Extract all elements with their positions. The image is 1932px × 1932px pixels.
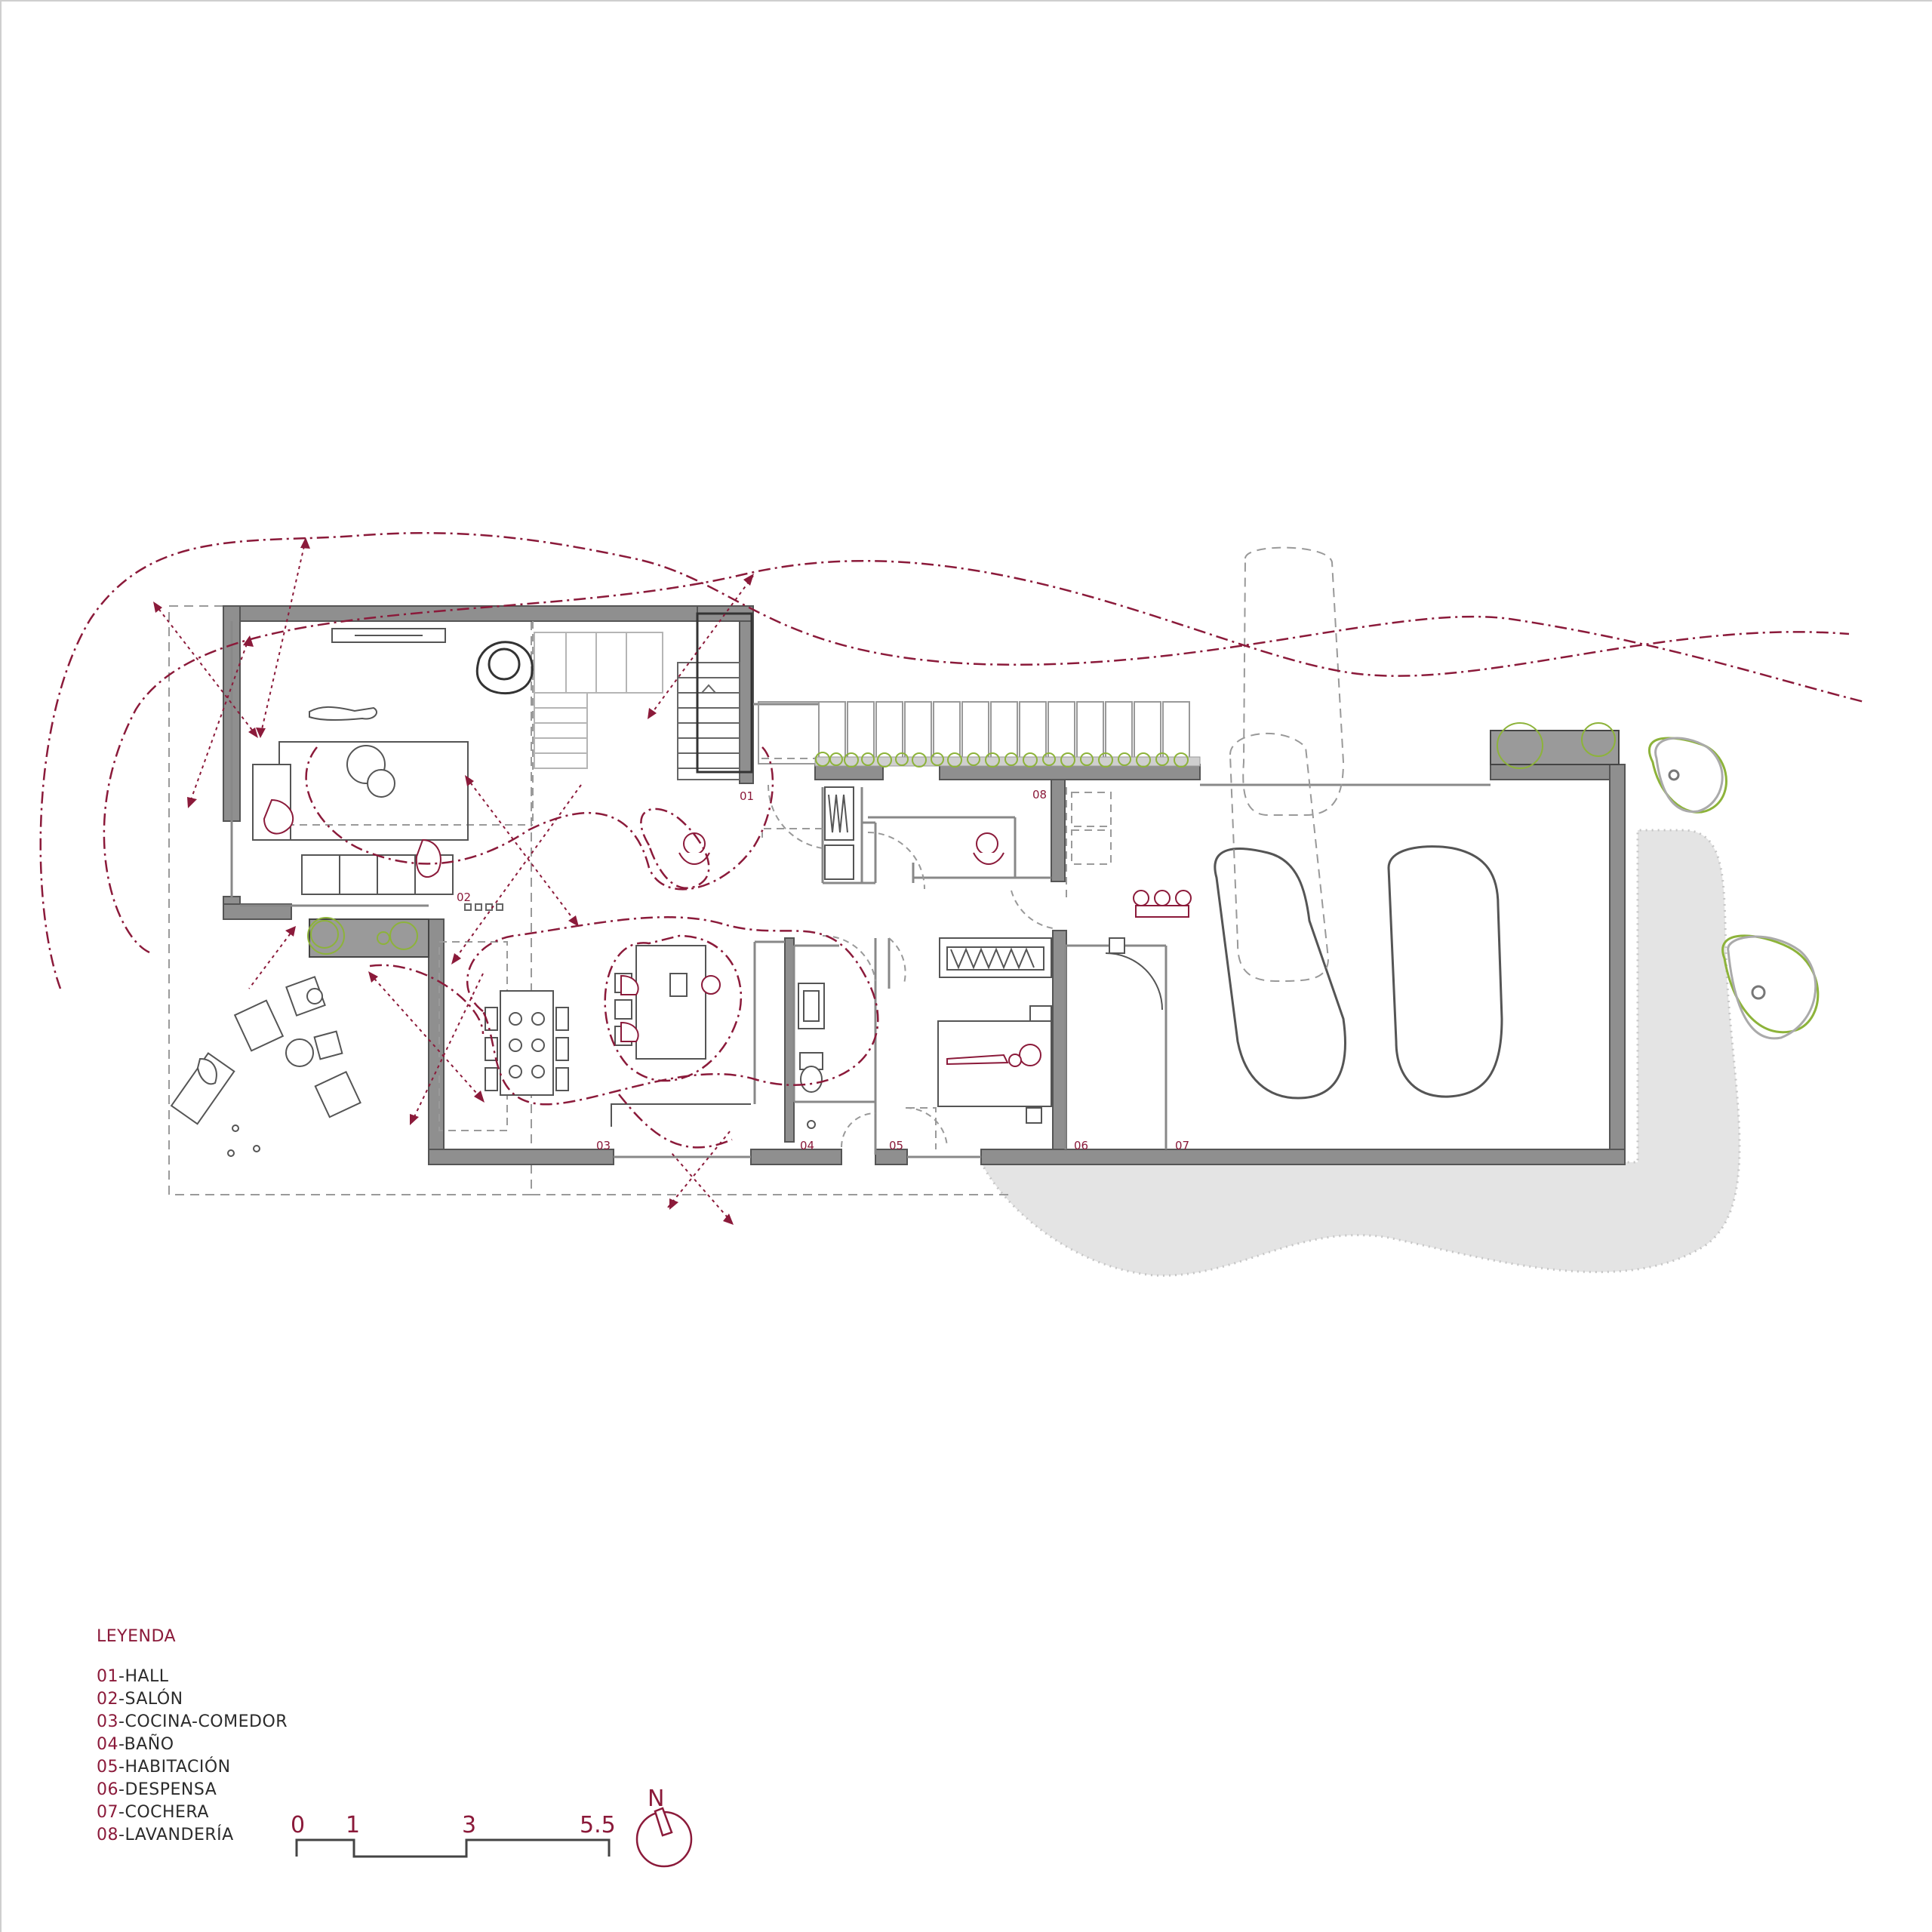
- legend-sep: -: [118, 1780, 125, 1799]
- legend-num: 07: [97, 1803, 118, 1822]
- arrows: [154, 539, 754, 1223]
- legend-name: COCHERA: [125, 1803, 209, 1822]
- stairs-dark: [677, 662, 740, 780]
- legend-num: 05: [97, 1758, 118, 1777]
- circulation-paths: [39, 532, 1865, 1149]
- stair-wall-outline: [696, 612, 753, 774]
- legend-sep: -: [118, 1826, 125, 1844]
- scale-tick-1: 1: [346, 1812, 360, 1838]
- legend-sep: -: [118, 1712, 125, 1731]
- legend-sep: -: [118, 1803, 125, 1822]
- terrace-furniture: [170, 976, 361, 1157]
- scale-tick-5-5: 5.5: [580, 1812, 616, 1838]
- legend-item-habitacion: 05-HABITACIÓN: [97, 1756, 288, 1779]
- legend-sep: -: [118, 1667, 125, 1686]
- legend-item-cochera: 07-COCHERA: [97, 1801, 288, 1824]
- room-label-08: 08: [1032, 788, 1047, 801]
- legend-sep: -: [118, 1690, 125, 1709]
- legend-name: LAVANDERÍA: [125, 1826, 234, 1844]
- gravel-area: [979, 829, 1741, 1277]
- room-label-02: 02: [457, 891, 471, 904]
- room-label-06: 06: [1074, 1139, 1088, 1152]
- people-gray: [196, 706, 377, 1085]
- legend: LEYENDA 01-HALL 02-SALÓN 03-COCINA-COMED…: [97, 1627, 288, 1847]
- legend-num: 03: [97, 1712, 118, 1731]
- kitchen-furniture: [611, 945, 751, 1127]
- legend-name: COCINA-COMEDOR: [125, 1712, 288, 1731]
- stairs: [534, 632, 663, 769]
- cars: [1214, 845, 1503, 1100]
- legend-item-cocina-comedor: 03-COCINA-COMEDOR: [97, 1711, 288, 1734]
- legend-name: HABITACIÓN: [125, 1758, 231, 1777]
- legend-num: 01: [97, 1667, 118, 1686]
- dining-furniture: [485, 990, 569, 1096]
- legend-num: 02: [97, 1690, 118, 1709]
- legend-name: BAÑO: [124, 1735, 174, 1754]
- partitions: [230, 621, 1491, 1158]
- legend-item-despensa: 06-DESPENSA: [97, 1779, 288, 1801]
- door-swings: [768, 784, 1054, 1148]
- bathroom-fixtures: [798, 983, 825, 1129]
- legend-item-salon: 02-SALÓN: [97, 1688, 288, 1711]
- legend-title: LEYENDA: [97, 1627, 177, 1646]
- trees: [1647, 737, 1820, 1040]
- living-furniture: [252, 628, 469, 895]
- exterior-steps: [758, 701, 1190, 764]
- pantry: [1105, 937, 1163, 1011]
- legend-item-lavanderia: 08-LAVANDERÍA: [97, 1824, 288, 1847]
- planters: [309, 730, 1620, 958]
- scale-bar: 0 1 3 5.5: [291, 1812, 616, 1858]
- legend-name: DESPENSA: [125, 1780, 217, 1799]
- rug-decor: [475, 641, 534, 695]
- room-label-07: 07: [1175, 1139, 1189, 1152]
- legend-sep: -: [118, 1758, 125, 1777]
- legend-sep: -: [118, 1735, 125, 1754]
- room-label-03: 03: [596, 1139, 611, 1152]
- laundry-furniture: [824, 786, 854, 880]
- legend-num: 04: [97, 1735, 118, 1754]
- walls: [223, 605, 1626, 1165]
- legend-item-hall: 01-HALL: [97, 1666, 288, 1688]
- north-label: N: [648, 1786, 664, 1812]
- car-dashed: [1229, 546, 1345, 983]
- legend-num: 06: [97, 1780, 118, 1799]
- room-label-05: 05: [889, 1139, 903, 1152]
- room-label-04: 04: [800, 1139, 814, 1152]
- bedroom-furniture: [937, 937, 1052, 1124]
- dots: [464, 903, 503, 911]
- room-label-01: 01: [740, 789, 754, 803]
- north-arrow: N: [635, 1786, 693, 1868]
- legend-name: SALÓN: [125, 1690, 183, 1709]
- arrowheads: [153, 537, 754, 1225]
- legend-num: 08: [97, 1826, 118, 1844]
- people: [263, 798, 1192, 1067]
- scale-tick-3: 3: [462, 1812, 476, 1838]
- legend-name: HALL: [125, 1667, 169, 1686]
- scale-tick-0: 0: [291, 1812, 305, 1838]
- legend-item-bano: 04-BAÑO: [97, 1734, 288, 1756]
- shrubs: [307, 722, 1616, 955]
